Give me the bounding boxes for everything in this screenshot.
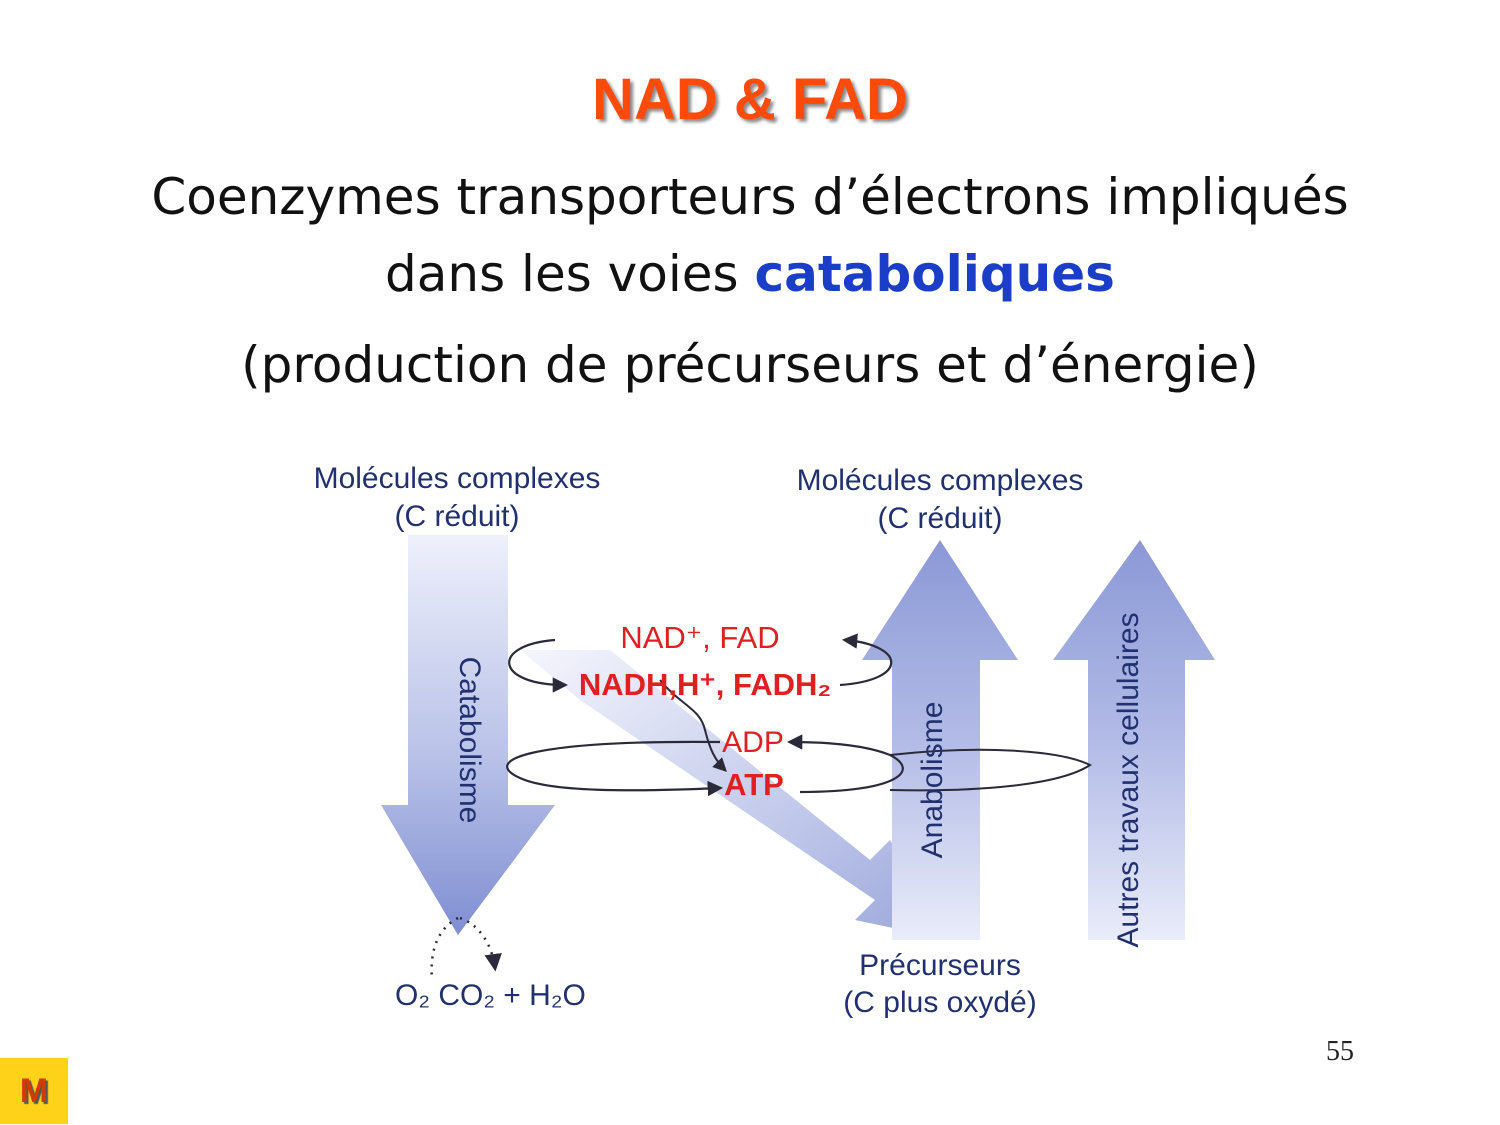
nad-cycle-left: [508, 638, 569, 693]
catabolism-label: Catabolisme: [453, 657, 486, 824]
left-top-label-line-2: (C réduit): [394, 500, 519, 533]
reduced-coenzymes-label: NADH,H⁺, FADH₂: [579, 667, 831, 702]
catabolic-highlight: cataboliques: [754, 245, 1115, 303]
subtitle-line-3: (production de précurseurs et d’énergie): [241, 336, 1259, 394]
right-top-label-line-2: (C réduit): [877, 502, 1002, 535]
oxidized-coenzymes-label: NAD⁺, FAD: [620, 620, 779, 655]
nad-cycle-right: [839, 633, 893, 687]
nadh-to-atp-curve: [659, 679, 727, 772]
precursors-label-line-1: Précurseurs: [859, 949, 1021, 982]
products-label: O₂ CO₂ + H₂O: [395, 979, 586, 1012]
slide-title: NAD & FAD: [592, 67, 908, 132]
adp-label: ADP: [722, 726, 784, 759]
atp-label: ATP: [724, 767, 784, 802]
anabolism-arrow: [862, 540, 1018, 940]
subtitle-line-2-text: dans les voies: [385, 245, 755, 303]
metabolism-diagram: Molécules complexes (C réduit) Molécules…: [314, 462, 1215, 1019]
precursor-flow-arrow: [520, 650, 950, 940]
anabolism-label: Anabolisme: [916, 702, 949, 859]
cell-work-label: Autres travaux cellulaires: [1112, 612, 1145, 947]
right-top-label-line-1: Molécules complexes: [797, 464, 1084, 497]
precursors-label-line-2: (C plus oxydé): [843, 986, 1036, 1019]
left-top-label-line-1: Molécules complexes: [314, 462, 601, 495]
atp-cycle-right: [786, 734, 904, 794]
cell-work-arrow: [1053, 540, 1215, 940]
subtitle-line-2: dans les voies cataboliques: [0, 245, 1500, 303]
catabolism-arrow: [381, 535, 555, 935]
subtitle-line-1: Coenzymes transporteurs d’électrons impl…: [151, 168, 1349, 226]
dotted-arrow-left: [430, 916, 459, 981]
m-logo: M: [0, 1058, 68, 1124]
page-number: 55: [1326, 1036, 1354, 1067]
cell-work-link: [889, 748, 1092, 792]
dotted-arrow-right: [459, 916, 502, 972]
atp-cycle-left: [506, 740, 724, 797]
